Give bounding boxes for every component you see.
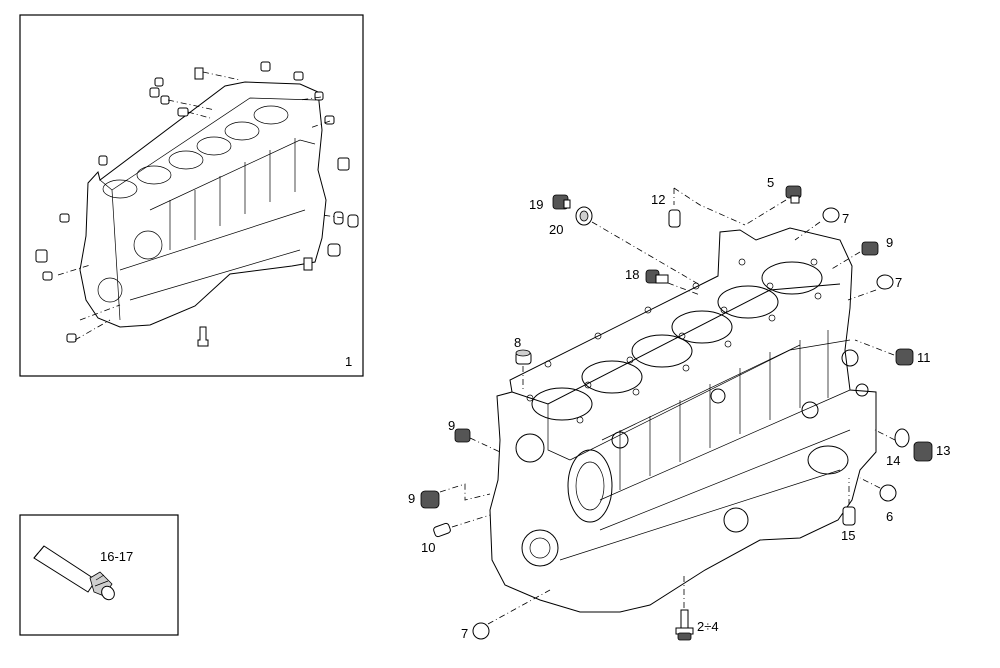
cup-plug-8: [515, 349, 532, 365]
sealant-panel-frame: [19, 514, 179, 636]
overview-panel-label: 1: [345, 354, 352, 369]
cup-plug-7-bottom: [472, 622, 490, 640]
callout-7-mid: 7: [895, 275, 902, 290]
bolt-2-4: [675, 609, 694, 641]
plug-5: [785, 185, 802, 204]
plug-19: [552, 194, 571, 210]
callout-2-4: 2÷4: [697, 619, 719, 634]
callout-10: 10: [421, 540, 435, 555]
dowel-10: [433, 522, 451, 538]
overview-panel: 1: [19, 14, 364, 377]
plug-9-left-lower: [420, 490, 440, 509]
overview-engine-block: [79, 81, 327, 328]
dowel-12: [668, 209, 681, 228]
callout-5: 5: [767, 175, 774, 190]
overview-small-parts: [35, 61, 359, 347]
plug-11: [895, 348, 914, 366]
callout-9-top: 9: [886, 235, 893, 250]
callout-19: 19: [529, 197, 543, 212]
seal-ring-14: [894, 428, 910, 448]
callout-7-bottom: 7: [461, 626, 468, 641]
callout-11: 11: [917, 350, 931, 365]
cup-plug-6: [879, 484, 897, 502]
callout-20: 20: [549, 222, 563, 237]
callout-9-left-upper: 9: [448, 418, 455, 433]
plug-9-top: [861, 241, 879, 256]
callout-labels: 19 20 12 5 7 9 18 7 11 8 9 14 13 9 6 15 …: [408, 175, 950, 641]
seal-ring-20: [575, 206, 593, 226]
screw-18: [645, 269, 669, 284]
callout-14: 14: [886, 453, 900, 468]
callout-8: 8: [514, 335, 521, 350]
overview-panel-frame: [19, 14, 364, 377]
callout-15: 15: [841, 528, 855, 543]
sealant-tube-icon: [33, 545, 115, 601]
callout-13: 13: [936, 443, 950, 458]
callout-6: 6: [886, 509, 893, 524]
head-bolt-holes: [526, 258, 822, 424]
exploded-parts: [420, 185, 933, 641]
callout-12: 12: [651, 192, 665, 207]
callout-18: 18: [625, 267, 639, 282]
main-engine-block: [489, 227, 877, 613]
cup-plug-7-top: [822, 207, 840, 223]
callout-7-top: 7: [842, 211, 849, 226]
dowel-15: [842, 506, 856, 526]
plug-9-left-upper: [454, 428, 471, 443]
sealant-panel-label: 16-17: [100, 549, 133, 564]
sealant-panel: 16-17: [19, 514, 179, 636]
plug-13: [913, 441, 933, 462]
cup-plug-7-mid: [876, 274, 894, 290]
callout-9-left-lower: 9: [408, 491, 415, 506]
